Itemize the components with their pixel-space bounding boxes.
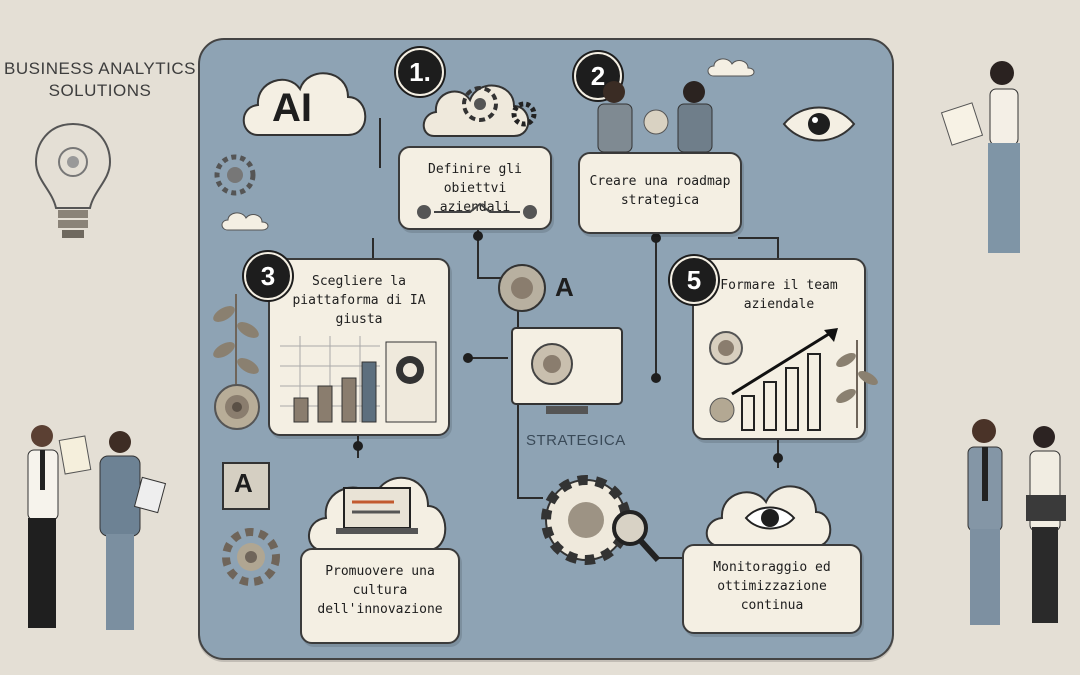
brand-line-1: BUSINESS ANALYTICS <box>4 59 196 78</box>
gear-icon <box>222 528 280 586</box>
connector-lines <box>353 118 783 559</box>
growth-chart-icon <box>709 328 838 431</box>
businessmen-icon <box>597 81 713 153</box>
cloud-gear-icon <box>422 84 537 137</box>
step-promuovere-text: Promuovere una cultura dell'innovazione <box>317 564 443 617</box>
step-monitoraggio-text: Monitoraggio ed ottimizzazione continua <box>713 560 831 613</box>
people-right-illustration <box>967 419 1066 625</box>
step-5-badge: 5 <box>670 256 718 304</box>
small-cloud-icon-top <box>707 58 755 77</box>
step-3-card: Scegliere la piattaforma di IA giusta <box>268 258 450 436</box>
lightbulb-icon <box>34 122 112 238</box>
gear-magnifier-icon <box>541 475 661 565</box>
eye-icon <box>782 106 856 142</box>
step-5-card: Formare il team aziendale <box>692 258 866 440</box>
eye-cloud-icon <box>705 485 832 547</box>
step-promuovere-card: Promuovere una cultura dell'innovazione <box>300 548 460 644</box>
step-1-card: Definire gli obiettvi aziendali <box>398 146 552 230</box>
bar-chart-icon <box>280 336 437 423</box>
leaf-icon-left <box>213 294 259 392</box>
brand-title: BUSINESS ANALYTICS SOLUTIONS <box>0 58 200 102</box>
ai-cloud-icon <box>242 72 367 136</box>
center-label: STRATEGICA <box>526 432 626 449</box>
center-a-label: A <box>555 272 574 302</box>
step-2-text: Creare una roadmap strategica <box>589 174 731 208</box>
step-1-slider-icon <box>417 202 537 219</box>
small-cloud-icon <box>221 212 269 231</box>
people-left-illustration <box>27 425 167 630</box>
step-5-text: Formare il team aziendale <box>720 278 838 312</box>
target-icon <box>498 264 546 312</box>
step-monitoraggio-card: Monitoraggio ed ottimizzazione continua <box>682 544 862 634</box>
brand-line-2: SOLUTIONS <box>48 81 152 100</box>
step-1-badge: 1. <box>396 48 444 96</box>
laptop-cloud-icon <box>308 476 447 551</box>
woman-top-right-illustration <box>940 61 1020 253</box>
small-gear-icon <box>214 154 256 196</box>
a-box-label: A <box>234 468 253 498</box>
a-box <box>222 462 270 510</box>
step-3-text: Scegliere la piattaforma di IA giusta <box>292 274 426 327</box>
ai-label: AI <box>272 86 312 130</box>
step-3-badge: 3 <box>244 252 292 300</box>
step-2-card: Creare una roadmap strategica <box>578 152 742 234</box>
leaf-icon-right <box>836 340 878 428</box>
monitor-icon <box>511 327 623 414</box>
small-target-icon <box>214 384 260 430</box>
